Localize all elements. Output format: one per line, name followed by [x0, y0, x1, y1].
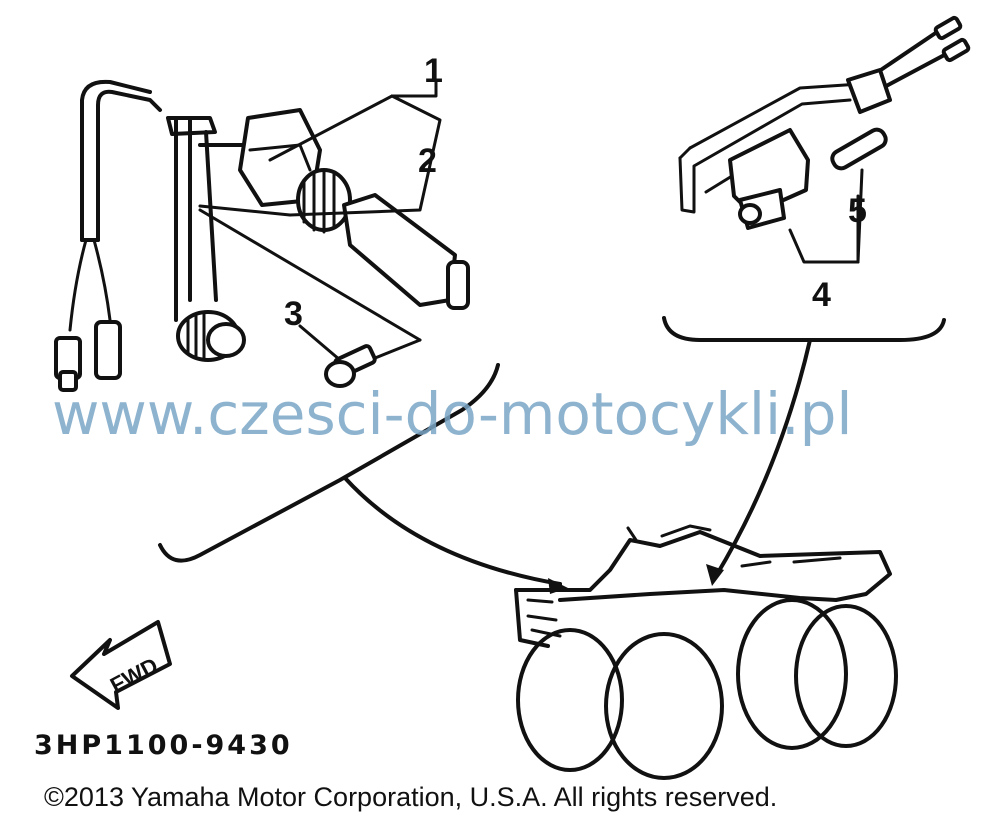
part-diagram-code: 3HP1100-9430 [34, 730, 293, 761]
callout-2: 2 [418, 142, 437, 180]
watermark-text: www.czesci-do-motocykli.pl [52, 380, 853, 448]
grouping-brackets [158, 316, 946, 594]
callout-3: 3 [284, 295, 303, 333]
callout-4: 4 [812, 276, 831, 314]
callout-1: 1 [424, 52, 443, 90]
callout-5: 5 [848, 192, 867, 230]
copyright-notice: ©2013 Yamaha Motor Corporation, U.S.A. A… [44, 782, 778, 812]
forward-direction-arrow: FWD [70, 620, 172, 710]
atv-illustration [514, 524, 898, 780]
handlebar-switch-assembly [54, 79, 470, 392]
brake-switch-assembly [678, 15, 971, 264]
